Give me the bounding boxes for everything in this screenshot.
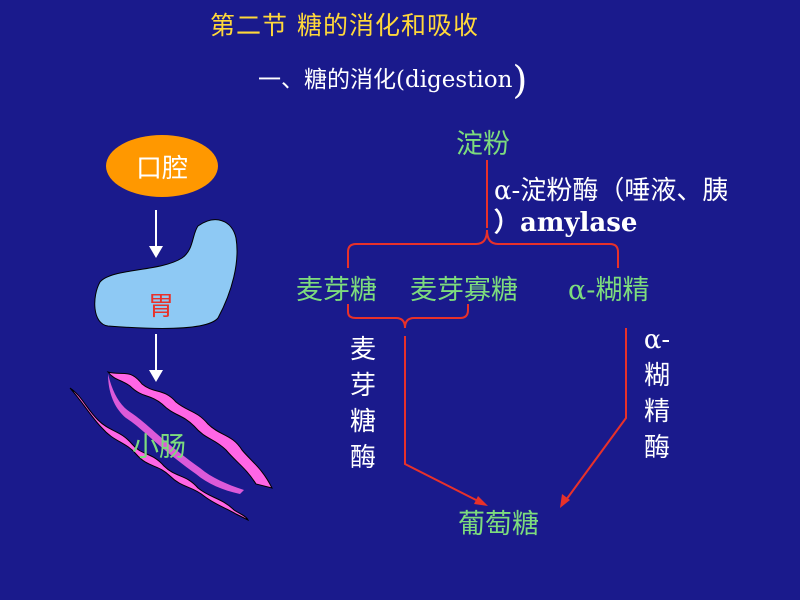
- maltase-arrow-line: [404, 336, 481, 503]
- dextrinase-arrow-line: [565, 328, 627, 501]
- slide-title: 第二节 糖的消化和吸收: [210, 11, 479, 40]
- amylase-line-1: α-淀粉酶（唾液、胰: [494, 176, 729, 206]
- intestine-strip-upper: [106, 371, 273, 489]
- slide-subtitle: 一、糖的消化(digestion): [258, 58, 527, 102]
- dextrinase-arrow-head: [560, 494, 570, 508]
- intestine-label: 小肠: [132, 432, 186, 463]
- intestine-strip-lower: [69, 387, 250, 522]
- maltose-label: 麦芽糖: [296, 275, 377, 306]
- maltooligosaccharide-label: 麦芽寡糖: [410, 275, 518, 306]
- starch-label: 淀粉: [456, 129, 510, 160]
- mouth-oval: 口腔: [106, 135, 218, 197]
- arrow-mouth-to-stomach-head: [149, 246, 163, 258]
- subtitle-text: 一、糖的消化(digestion: [258, 67, 513, 93]
- subtitle-close-paren: ): [512, 58, 528, 102]
- stomach-shape: [94, 219, 238, 329]
- amylase-line-2: ）amylase: [494, 208, 638, 238]
- mouth-label: 口腔: [135, 153, 188, 184]
- alpha-dextrin-label: α-糊精: [568, 275, 650, 306]
- lower-brace: [347, 304, 469, 329]
- arrow-stomach-to-intestine-head: [149, 370, 163, 382]
- dextrinase-label: α-糊精酶: [643, 325, 671, 463]
- glucose-label: 葡萄糖: [458, 509, 539, 540]
- upper-brace: [347, 229, 619, 268]
- maltase-label: 麦芽糖酶: [349, 335, 376, 473]
- stomach-label: 胃: [148, 292, 175, 322]
- maltase-arrow-head: [474, 496, 488, 506]
